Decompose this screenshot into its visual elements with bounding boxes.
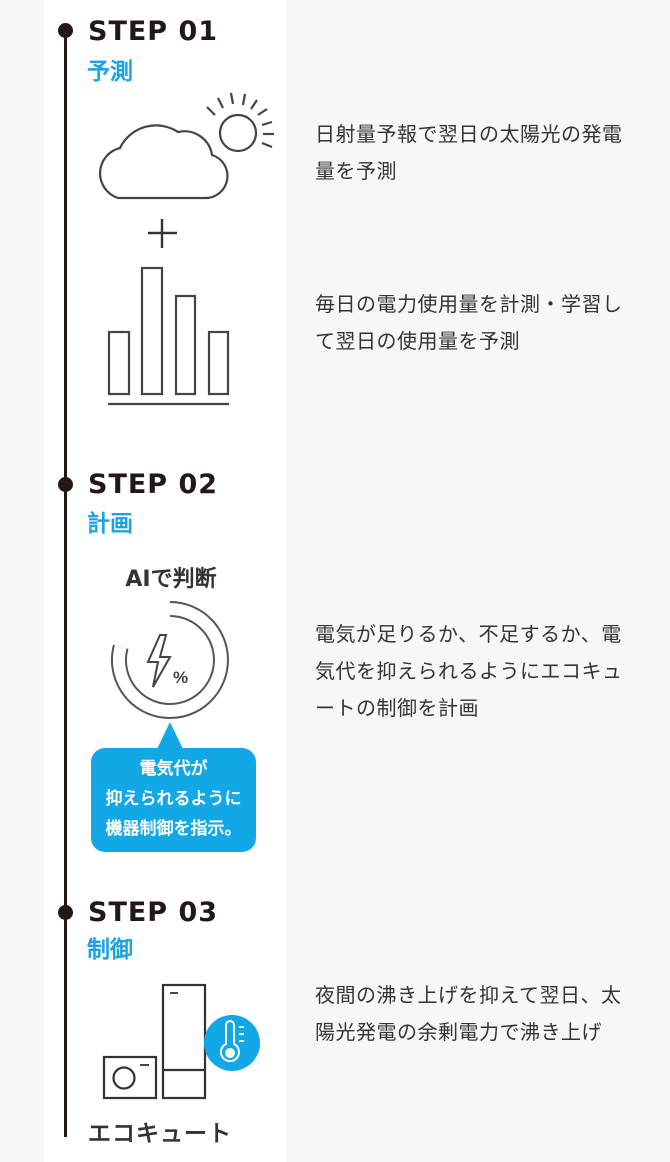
step-description: 夜間の沸き上げを抑えて翌日、太陽光発電の余剰電力で沸き上げ [315, 983, 622, 1044]
timeline-dot [58, 23, 73, 38]
timeline-line [64, 30, 67, 1137]
step-label: STEP 03 [88, 897, 219, 928]
step-label: STEP 02 [88, 469, 219, 500]
timeline-panel [44, 0, 286, 1162]
instruction-bubble: 電気代が 抑えられるように 機器制御を指示。 [91, 722, 256, 852]
bubble-line: 機器制御を指示。 [105, 819, 242, 839]
heat-pump-unit-icon [102, 1055, 158, 1100]
step-description: 日射量予報で翌日の太陽光の発電量を予測 [315, 122, 623, 183]
progress-ring-icon [110, 601, 229, 719]
step-phase: 制御 [87, 937, 133, 963]
step-description: 電気が足りるか、不足するか、電気代を抑えられるようにエコキュートの制御を計画 [315, 622, 623, 720]
thermometer-icon [204, 1015, 260, 1071]
step-description: 毎日の電力使用量を計測・学習して翌日の使用量を予測 [315, 292, 623, 353]
water-heater-icon [161, 983, 207, 1100]
timeline-dot [58, 477, 73, 492]
lightning-icon [146, 634, 172, 688]
bubble-line: 電気代が [139, 759, 208, 779]
plus-icon [148, 219, 177, 248]
sun-icon [206, 92, 274, 153]
bar-chart-icon [107, 266, 230, 406]
step-phase: 計画 [87, 511, 133, 537]
cloud-icon [98, 124, 229, 200]
device-label: エコキュート [88, 1121, 232, 1147]
step-label: STEP 01 [88, 16, 219, 47]
ai-judgement-title: AIで判断 [125, 567, 217, 592]
step-phase: 予測 [87, 59, 133, 85]
bubble-line: 抑えられるように [105, 789, 242, 809]
timeline-dot [58, 905, 73, 920]
percent-sign: % [173, 668, 188, 687]
